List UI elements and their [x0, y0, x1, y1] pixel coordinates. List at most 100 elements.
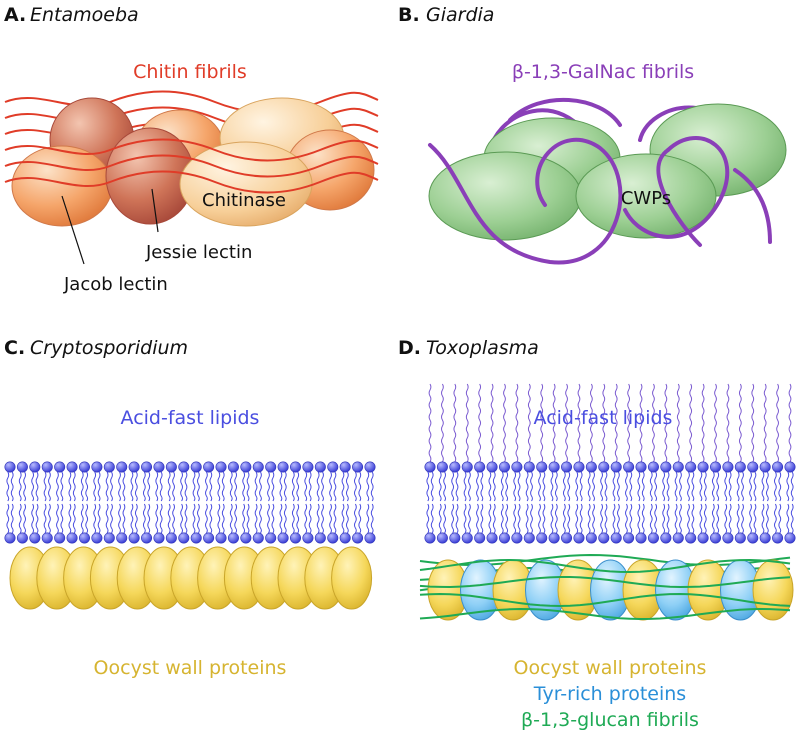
lipid-head	[561, 461, 573, 473]
lipid-tail	[728, 503, 732, 534]
lipid-tail	[562, 503, 566, 534]
lipid-tail	[60, 471, 64, 502]
lipid-tail	[353, 471, 357, 502]
lipid-tail	[691, 471, 695, 502]
lipid-head	[635, 461, 647, 473]
lipid-tail	[654, 471, 658, 502]
lipid-tail	[329, 503, 332, 534]
lipid-head	[598, 461, 610, 473]
lipid-tail	[68, 471, 72, 502]
lipid-tail	[438, 471, 442, 502]
cwp-ellipse-center	[575, 153, 717, 239]
lipid-head	[364, 461, 376, 473]
lipid-tail	[72, 471, 76, 502]
lipid-tail	[35, 471, 39, 502]
lipid-tail	[205, 503, 208, 534]
lipid-tail	[279, 503, 283, 534]
lipid-head	[536, 461, 548, 473]
lipid-tail	[217, 471, 221, 502]
lipid-tail	[530, 471, 533, 502]
lipid-head	[759, 461, 771, 473]
lipid-tail	[316, 503, 320, 534]
lipid-head	[511, 461, 523, 473]
lipid-head	[16, 461, 28, 473]
glucan-fibrils-label: β-1,3-glucan fibrils	[521, 709, 699, 731]
cwp-ellipse-left	[428, 151, 582, 241]
lipid-tail	[790, 503, 794, 534]
lipid-tail	[209, 503, 213, 534]
lipid-tail	[122, 471, 126, 502]
lipid-tail	[221, 471, 225, 502]
lipid-tail	[765, 471, 769, 502]
panel-a: A. Entamoeba Chitin fibrils Chitinase Je…	[4, 4, 379, 295]
lipid-head	[302, 532, 314, 544]
lipid-tail	[641, 471, 645, 502]
chitinase-ball	[179, 141, 313, 227]
lipid-tail	[662, 471, 666, 502]
lipid-head	[339, 461, 351, 473]
lipid-head	[252, 532, 264, 544]
lipid-tail	[180, 503, 183, 534]
cwps-label: CWPs	[621, 188, 671, 209]
lipid-head	[265, 461, 277, 473]
lipid-head	[424, 532, 436, 544]
panel-c-letter: C.	[4, 337, 25, 359]
acid-fast-lipids-label-c: Acid-fast lipids	[121, 407, 260, 429]
glucan-fibrils-front	[419, 558, 791, 621]
lipid-tail	[468, 503, 471, 534]
lipid-head	[548, 461, 560, 473]
lipid-tail	[155, 503, 159, 534]
panel-b-organism: Giardia	[426, 4, 494, 26]
lipid-tail	[118, 471, 121, 502]
lipid-head	[585, 461, 597, 473]
lipid-tail	[649, 503, 653, 534]
lipid-head	[364, 532, 376, 544]
lipid-tail	[592, 503, 595, 534]
lipid-tail	[600, 471, 603, 502]
lipid-head	[710, 532, 722, 544]
lipid-tail	[468, 471, 471, 502]
lipid-tail	[426, 471, 430, 502]
lipid-tail	[430, 503, 434, 534]
lipid-head	[772, 532, 784, 544]
lipid-head	[240, 532, 252, 544]
panel-c: C. Cryptosporidium Acid-fast lipids Oocy…	[4, 337, 376, 679]
glucan-fibril	[419, 592, 791, 608]
lipid-tail	[167, 471, 171, 502]
lipid-head	[461, 461, 473, 473]
lipid-tail	[80, 503, 84, 534]
glucan-fibril	[419, 576, 791, 589]
lipid-head	[227, 461, 239, 473]
lipid-tail	[554, 503, 558, 534]
lipid-tail	[550, 471, 554, 502]
lipid-tail	[234, 471, 238, 502]
lipid-tail	[229, 503, 233, 534]
lipid-tail	[370, 471, 374, 502]
lipid-head	[203, 532, 215, 544]
lipid-tail	[480, 471, 484, 502]
lipid-tail	[130, 471, 134, 502]
lipid-tail	[68, 503, 72, 534]
panel-d: D. Toxoplasma Acid-fast lipids Oocyst wa…	[398, 337, 796, 731]
lipid-long-tail	[515, 383, 519, 463]
lipid-head	[352, 532, 364, 544]
lipid-head	[610, 461, 622, 473]
lipid-tail	[488, 503, 492, 534]
lipid-long-tail	[652, 383, 655, 463]
lipid-tail	[333, 503, 337, 534]
lipid-tail	[10, 503, 14, 534]
lipid-tail	[513, 503, 517, 534]
lipid-head	[523, 532, 535, 544]
lipid-head	[128, 461, 140, 473]
lipid-tail	[525, 503, 529, 534]
lipid-tail	[192, 471, 196, 502]
lipid-tail	[517, 471, 521, 502]
lipid-long-tail	[788, 383, 792, 463]
lipid-tail	[604, 503, 608, 534]
lipid-tail	[93, 471, 97, 502]
lipid-tail	[180, 471, 183, 502]
lipid-tail	[679, 503, 682, 534]
lipid-head	[498, 532, 510, 544]
lipid-long-tail	[776, 383, 779, 463]
lipid-tail	[567, 471, 571, 502]
